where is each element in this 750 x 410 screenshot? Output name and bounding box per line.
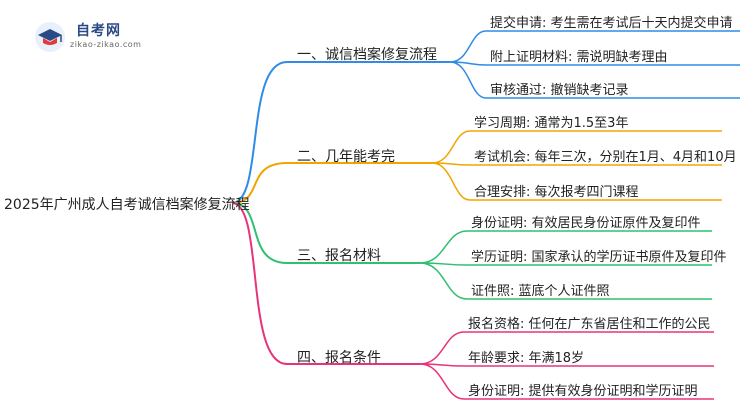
branch-3-leaf-2: 学历证明: 国家承认的学历证书原件及复印件 bbox=[471, 250, 727, 265]
branch-2: 二、几年能考完 bbox=[297, 149, 395, 165]
branch-3: 三、报名材料 bbox=[297, 248, 381, 264]
branch-4-curve bbox=[231, 202, 288, 365]
branch-2-leaf-3-curve bbox=[431, 162, 471, 201]
branch-4-leaf-2: 年龄要求: 年满18岁 bbox=[468, 351, 585, 366]
root-node: 2025年广州成人自考诚信档案修复流程 bbox=[4, 197, 250, 213]
logo-title: 自考网 bbox=[76, 23, 121, 39]
branch-1-leaf-3: 审核通过: 撤销缺考记录 bbox=[490, 83, 629, 98]
branch-1-leaf-1: 提交申请: 考生需在考试后十天内提交申请 bbox=[490, 16, 733, 31]
branch-4-leaf-3-curve bbox=[419, 363, 465, 400]
branch-1-leaf-3-curve bbox=[449, 61, 487, 99]
branch-3-leaf-3: 证件照: 蓝底个人证件照 bbox=[471, 284, 610, 299]
branch-2-leaf-1-curve bbox=[431, 130, 471, 164]
branch-2-leaf-2: 考试机会: 每年三次，分别在1月、4月和10月 bbox=[474, 150, 737, 165]
branch-4-leaf-1: 报名资格: 任何在广东省居住和工作的公民 bbox=[468, 317, 711, 332]
branch-3-leaf-1-curve bbox=[419, 230, 468, 264]
branch-1: 一、诚信档案修复流程 bbox=[297, 47, 437, 63]
branch-4: 四、报名条件 bbox=[297, 350, 381, 366]
branch-3-curve bbox=[231, 202, 288, 264]
branch-2-curve bbox=[231, 162, 288, 204]
branch-3-leaf-1: 身份证明: 有效居民身份证原件及复印件 bbox=[471, 216, 701, 231]
branch-1-curve bbox=[231, 61, 288, 204]
graduation-cap-icon bbox=[35, 22, 65, 52]
branch-2-leaf-3: 合理安排: 每次报考四门课程 bbox=[474, 185, 639, 200]
logo: 自考网 zikao-zikao.com bbox=[34, 17, 154, 57]
branch-1-leaf-2: 附上证明材料: 需说明缺考理由 bbox=[490, 50, 668, 65]
logo-url: zikao-zikao.com bbox=[70, 40, 142, 49]
branch-4-leaf-3: 身份证明: 提供有效身份证明和学历证明 bbox=[468, 384, 698, 399]
branch-4-leaf-1-curve bbox=[419, 331, 465, 365]
branch-2-leaf-1: 学习周期: 通常为1.5至3年 bbox=[474, 116, 629, 131]
branch-1-leaf-1-curve bbox=[449, 30, 487, 63]
branch-3-leaf-3-curve bbox=[419, 262, 468, 300]
